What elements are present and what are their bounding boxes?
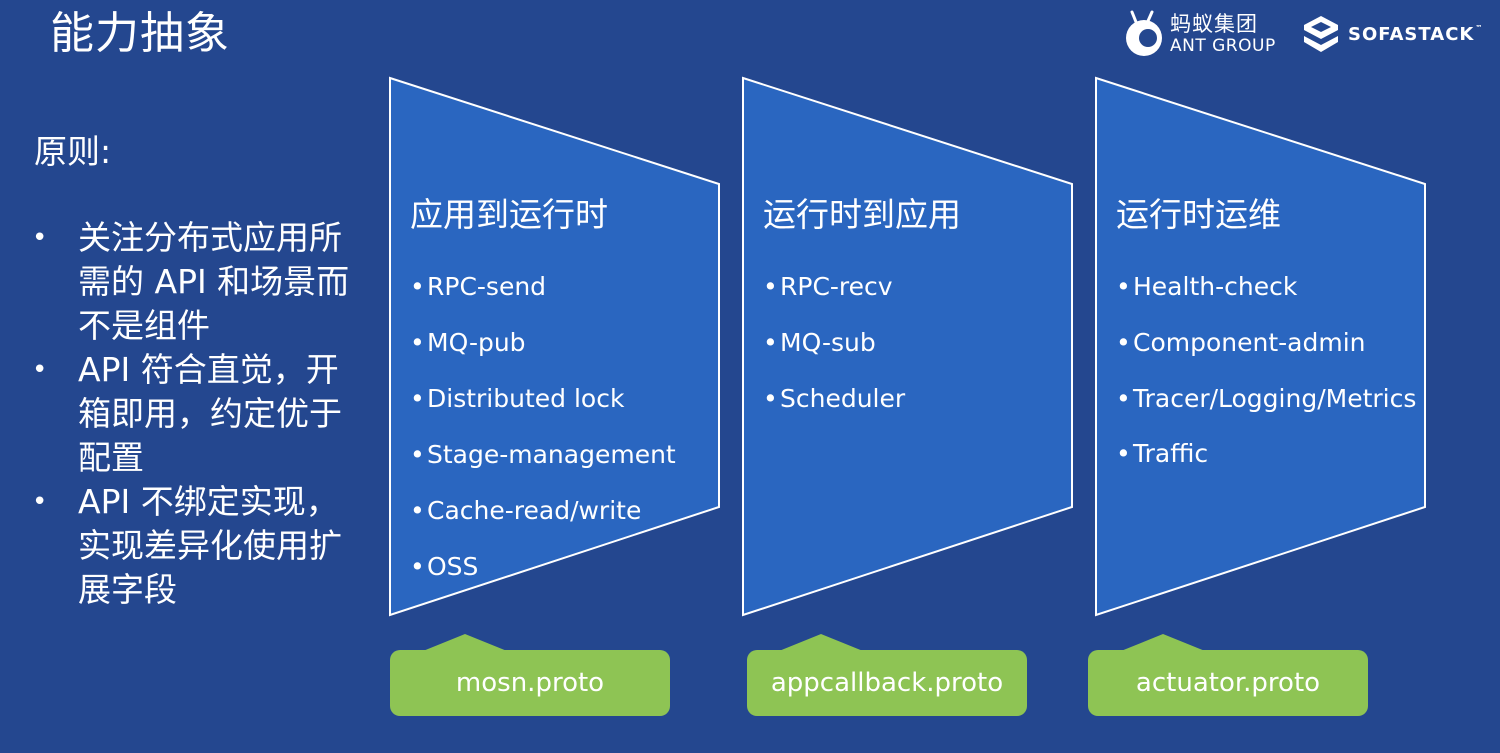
proto-notch [423,634,507,651]
bullet-icon: • [763,384,778,413]
proto-badge-mosn: mosn.proto [390,650,670,716]
panel-item: •Health-check [1116,272,1423,302]
principles-list: • 关注分布式应用所需的 API 和场景而不是组件 • API 符合直觉，开箱即用，… [30,216,360,612]
sofastack-logo-text: SOFASTACK [1348,23,1475,45]
panel-item: •MQ-pub [410,328,717,358]
panel-item-label: Tracer/Logging/Metrics [1133,384,1417,413]
bullet-icon: • [763,328,778,357]
bullet-icon: • [32,355,48,385]
sofastack-logo: SOFASTACK™ [1302,8,1483,60]
proto-badge-appcallback: appcallback.proto [747,650,1027,716]
panel-title: 应用到运行时 [410,195,608,234]
panel-item-label: Cache-read/write [427,496,642,525]
panel-runtime-ops: 运行时运维 •Health-check •Component-admin •Tr… [1116,190,1426,495]
panel-item-label: RPC-send [427,272,547,301]
panel-app-to-runtime: 应用到运行时 •RPC-send •MQ-pub •Distributed lo… [410,190,720,608]
panel-runtime-to-app: 运行时到应用 •RPC-recv •MQ-sub •Scheduler [763,190,1073,440]
bullet-icon: • [410,328,425,357]
panel-item: •Cache-read/write [410,496,717,526]
panel-item: •OSS [410,552,717,582]
funnel-panel-2 [742,76,1073,617]
bullet-icon: • [1116,439,1131,468]
principle-item: • 关注分布式应用所需的 API 和场景而不是组件 [30,216,360,348]
bullet-icon: • [410,384,425,413]
ant-group-logo: 蚂蚁集团 ANT GROUP [1122,8,1276,60]
panel-item: •Scheduler [763,384,1070,414]
bullet-icon: • [410,496,425,525]
proto-badge-actuator: actuator.proto [1088,650,1368,716]
funnel-panel-1 [389,76,720,617]
principle-text: API 符合直觉，开箱即用，约定优于配置 [78,350,342,477]
bullet-icon: • [32,223,48,253]
panel-item-label: Component-admin [1133,328,1366,357]
panel-item-label: RPC-recv [780,272,893,301]
sofastack-trademark: ™ [1475,23,1484,32]
principles-heading: 原则: [34,132,112,171]
panel-item-label: Scheduler [780,384,906,413]
panel-item-label: MQ-sub [780,328,876,357]
proto-notch [1121,634,1205,651]
principle-text: 关注分布式应用所需的 API 和场景而不是组件 [78,218,350,345]
panel-item-label: MQ-pub [427,328,526,357]
panel-item: •RPC-recv [763,272,1070,302]
panel-item: •RPC-send [410,272,717,302]
panel-item-label: Traffic [1133,439,1209,468]
bullet-icon: • [1116,384,1131,413]
principle-item: • API 符合直觉，开箱即用，约定优于配置 [30,348,360,480]
panel-item: •Component-admin [1116,328,1423,358]
bullet-icon: • [410,440,425,469]
sofastack-logo-icon [1304,16,1338,52]
bullet-icon: • [32,487,48,517]
panel-item: •Distributed lock [410,384,717,414]
proto-notch [779,634,863,651]
bullet-icon: • [1116,328,1131,357]
panel-item: •MQ-sub [763,328,1070,358]
panel-item: •Traffic [1116,439,1423,469]
principle-text: API 不绑定实现，实现差异化使用扩展字段 [78,482,342,609]
bullet-icon: • [1116,272,1131,301]
ant-logo-icon [1126,10,1162,56]
ant-logo-cn: 蚂蚁集团 [1170,11,1258,36]
panel-item-label: Health-check [1133,272,1298,301]
panel-title: 运行时运维 [1116,195,1281,234]
funnel-panel-3 [1095,76,1426,617]
panel-item-label: OSS [427,552,479,581]
bullet-icon: • [410,552,425,581]
principle-item: • API 不绑定实现，实现差异化使用扩展字段 [30,480,360,612]
slide-title: 能力抽象 [50,8,230,59]
bullet-icon: • [763,272,778,301]
bullet-icon: • [410,272,425,301]
ant-logo-en: ANT GROUP [1170,35,1276,56]
panel-title: 运行时到应用 [763,195,961,234]
panel-item: •Stage-management [410,440,717,470]
panel-item-label: Distributed lock [427,384,625,413]
panel-item-label: Stage-management [427,440,676,469]
panel-item: •Tracer/Logging/Metrics [1116,375,1423,423]
